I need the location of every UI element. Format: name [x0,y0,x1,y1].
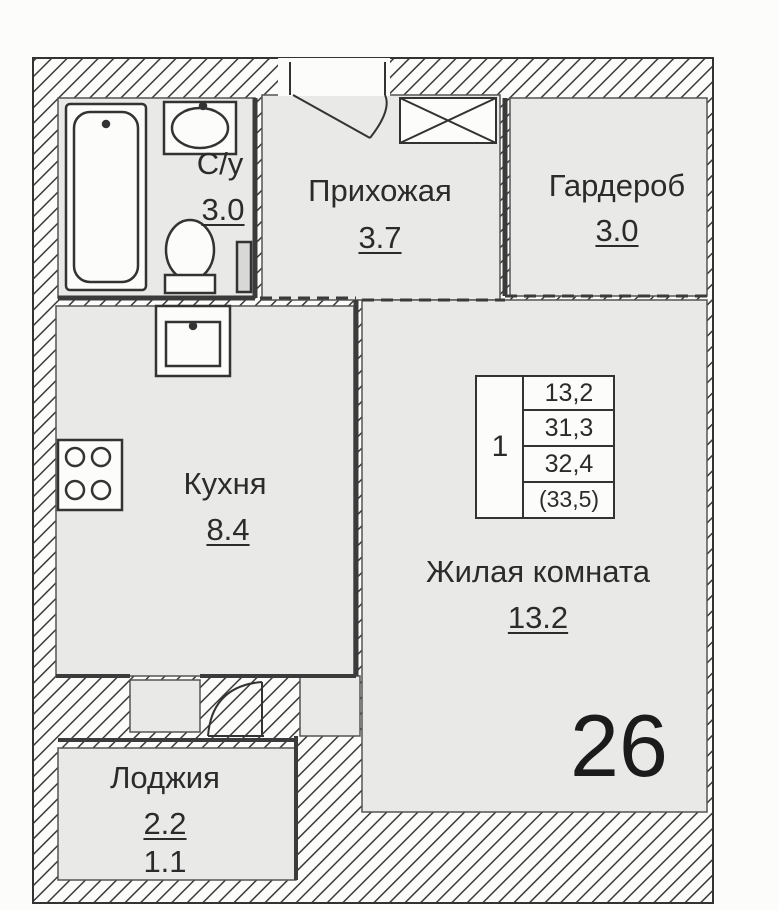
table-total-with-loggia-full: (33,5) [538,486,600,512]
bathroom-area: 3.0 [201,192,245,227]
ventilation-shaft [399,97,497,144]
kitchen-label: Кухня [183,466,267,501]
table-living-area: 13,2 [544,379,594,407]
hallway-label: Прихожая [308,173,452,208]
loggia-area-reduced: 1.1 [143,844,187,879]
living-room-label: Жилая комната [426,554,650,589]
balcony-door [207,681,264,737]
partitions [56,98,508,880]
kitchen-sink [154,304,232,378]
bathroom-sink [162,100,238,156]
kitchen-exit-floor [129,679,201,733]
loggia-floor [57,747,297,881]
wardrobe-label: Гардероб [548,168,686,203]
wardrobe-area: 3.0 [595,213,639,248]
dashed-boundaries [260,294,707,302]
apartment-number: 26 [570,696,668,795]
living-room-area: 13.2 [507,600,569,635]
living-passage-floor [299,675,361,737]
loggia-label: Лоджия [110,760,220,795]
bathtub [64,102,148,292]
toilet [163,218,253,295]
entrance-door [278,58,390,139]
table-total-area: 31,3 [544,414,594,442]
bathroom-label: С/у [196,146,244,181]
table-total-with-loggia: 32,4 [544,450,594,478]
wardrobe-floor [509,97,708,297]
kitchen-area: 8.4 [206,512,250,547]
loggia-area: 2.2 [143,806,187,841]
area-summary-table [475,375,615,519]
stove [56,438,124,512]
table-rooms-count: 1 [491,430,509,463]
hallway-area: 3.7 [358,220,402,255]
